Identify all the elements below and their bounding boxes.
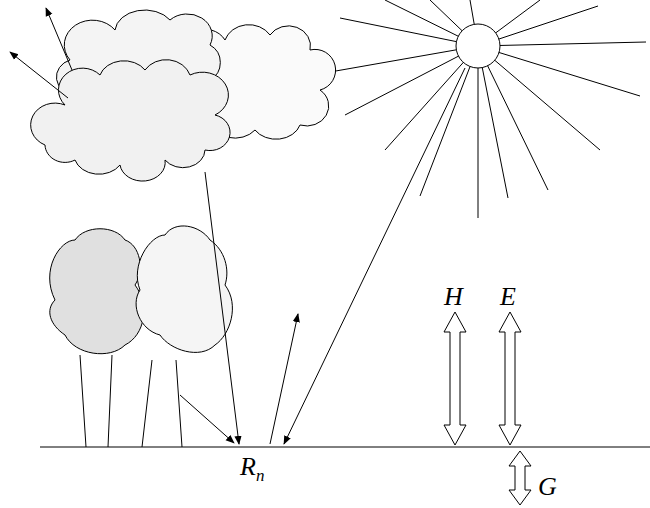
sensible-heat-arrow	[444, 312, 466, 445]
tree-radiation-arrow	[180, 395, 234, 443]
tree-crown	[136, 226, 232, 352]
sensible-heat-label: H	[444, 284, 463, 310]
sun-disc	[456, 24, 500, 68]
sun	[330, 0, 646, 218]
clouds	[31, 10, 336, 181]
ground-line	[40, 447, 650, 448]
tree-trunk	[176, 360, 182, 447]
latent-heat-label: E	[500, 284, 516, 310]
sun-rays	[330, 0, 646, 218]
flux-arrows	[444, 312, 531, 505]
radiation-arrows	[10, 8, 465, 444]
tree-trunk	[108, 355, 112, 447]
ground-heat-label: G	[538, 474, 557, 500]
reflected-arrow	[46, 8, 72, 70]
trees	[50, 226, 233, 447]
cloud	[31, 60, 230, 181]
tree-crown	[50, 229, 144, 354]
net-radiation-label: Rn	[240, 454, 264, 484]
reflected-arrow	[10, 52, 68, 98]
outgoing-radiation-arrow	[270, 314, 298, 444]
tree-trunk	[142, 360, 152, 447]
longwave-in-arrow	[205, 172, 239, 444]
shortwave-in-arrow	[284, 68, 465, 444]
latent-heat-arrow	[499, 312, 521, 445]
tree-trunk	[80, 355, 86, 447]
ground-heat-arrow	[509, 451, 531, 505]
